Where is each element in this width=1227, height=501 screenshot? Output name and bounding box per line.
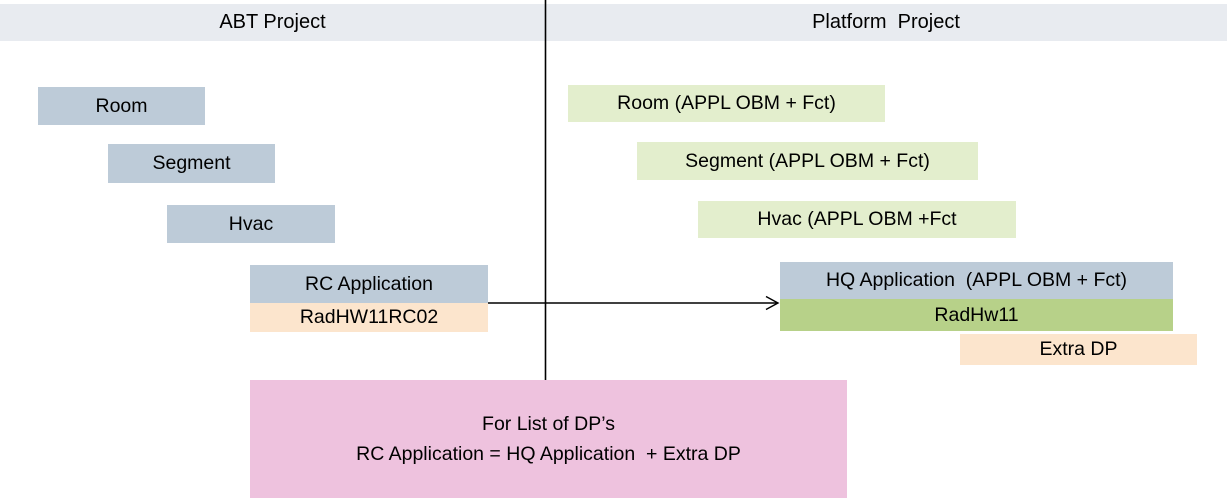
dp-note-line1: For List of DP’s <box>482 413 615 435</box>
mapping-arrow-head <box>765 295 780 311</box>
box-extra-dp: Extra DP <box>960 334 1197 365</box>
box-rc-application: RC Application <box>250 265 488 303</box>
box-hvac-appl: Hvac (APPL OBM +Fct <box>698 201 1016 238</box>
right-column-title: Platform Project <box>812 11 960 33</box>
box-room: Room <box>38 87 205 125</box>
left-column-title: ABT Project <box>219 11 326 33</box>
box-hq-application: HQ Application (APPL OBM + Fct) <box>780 262 1173 299</box>
dp-note-line2: RC Application = HQ Application + Extra … <box>356 443 741 465</box>
box-segment: Segment <box>108 144 275 183</box>
dp-note-box: For List of DP’s RC Application = HQ App… <box>250 380 847 498</box>
header-band: ABT Project Platform Project <box>0 4 1227 41</box>
box-segment-appl: Segment (APPL OBM + Fct) <box>637 142 978 180</box>
box-room-appl: Room (APPL OBM + Fct) <box>568 85 885 122</box>
box-radhw11rc02: RadHW11RC02 <box>250 303 488 332</box>
box-radhw11: RadHw11 <box>780 299 1173 331</box>
box-hvac: Hvac <box>167 205 335 243</box>
